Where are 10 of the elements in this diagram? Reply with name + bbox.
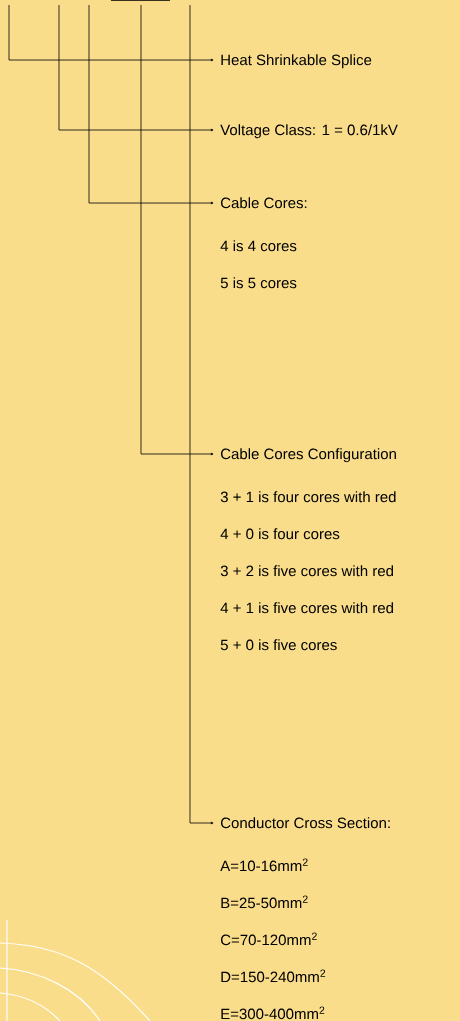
- connector-arrow: [8, 4, 214, 62]
- label-text: Cable Cores Configuration 3 + 1 is four cores with red 4 + 0 is four cores 3 + 2 is five cores with red 4 + 1 is five cores with red 5 + 0 is five cores: [220, 448, 396, 651]
- label-text: Cable Cores: 4 is 4 cores 5 is 5 cores: [220, 197, 307, 289]
- connector-arrow: [140, 4, 214, 456]
- connector-arrow: [189, 4, 214, 825]
- label-text: Voltage Class: 1 = 0.6/1kV: [220, 124, 398, 139]
- label-text: Heat Shrinkable Splice: [221, 54, 372, 69]
- label-text: Conductor Cross Section: A=10-16mm$^{2}$ B=25-50mm$^{2}$ C=70-120mm$^{2}$ D=150-240mm$^{2}$ E=300-400mm$^{2}$: [220, 817, 390, 1020]
- connector-arrow: [58, 4, 214, 132]
- connector-arrow: [88, 4, 214, 205]
